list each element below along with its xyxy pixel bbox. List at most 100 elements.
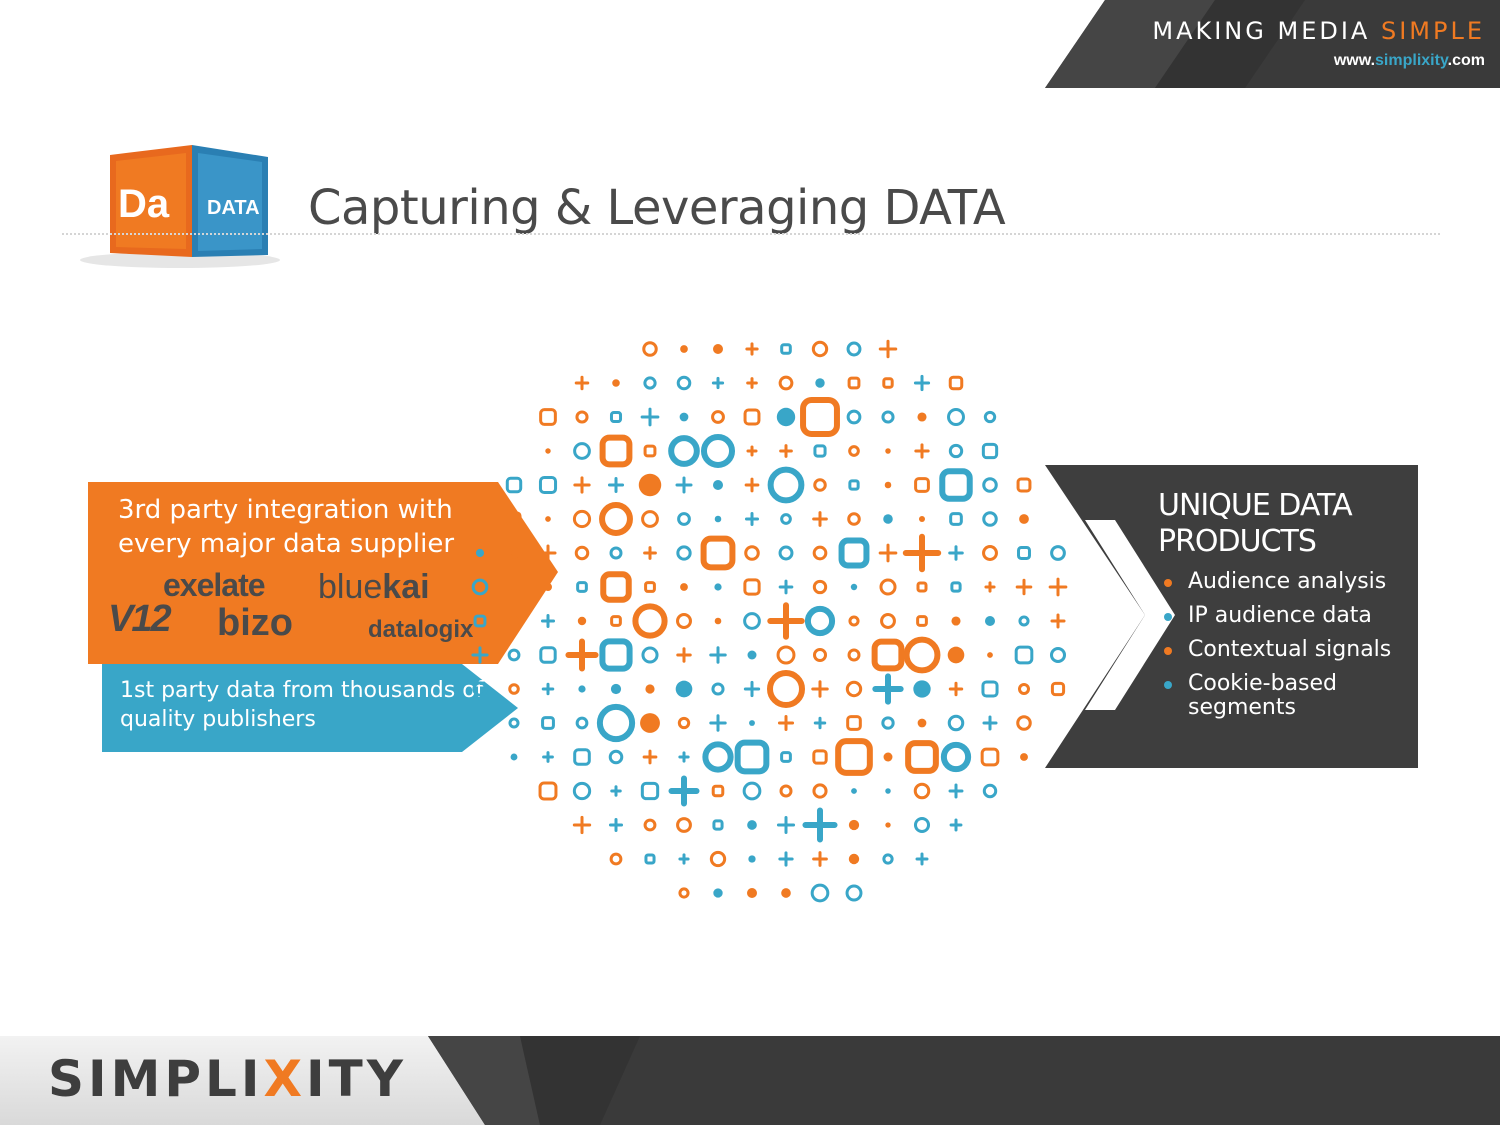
collage-icon [678,853,690,865]
collage-icon [643,546,657,560]
header-website[interactable]: www.simplixity.com [1333,52,1485,69]
collage-icon [643,444,657,458]
collage-icon [848,819,860,831]
collage-icon [609,410,623,424]
collage-icon [507,648,521,662]
collage-icon [847,512,861,526]
collage-icon [675,476,693,494]
collage-icon [711,682,725,696]
collage-icon [848,615,860,627]
collage-icon [475,548,485,558]
collage-icon [508,547,520,559]
collage-icon [779,784,793,798]
third-party-text: 3rd party integration with every major d… [118,495,455,559]
collage-icon [574,375,590,391]
collage-icon [845,680,863,698]
product-item: Cookie-based segments [1160,672,1410,720]
collage-icon [983,410,997,424]
collage-icon [778,375,794,391]
collage-icon [539,408,557,426]
collage-icon [835,738,873,776]
collage-icon [677,716,691,730]
collage-icon [780,513,792,525]
collage-icon [508,683,520,695]
collage-icon [541,682,555,696]
collage-icon [982,783,998,799]
collage-icon [508,717,520,729]
collage-icon [746,445,758,457]
collage-icon [800,397,840,437]
collage-icon [850,583,858,591]
collage-icon [871,638,905,672]
collage-icon [572,815,592,835]
collage-icon [1050,613,1066,629]
collage-icon [776,407,796,427]
collage-icon [848,479,860,491]
collage-icon [642,341,658,357]
collage-icon [949,512,963,526]
bullet-dot-icon [1164,579,1172,587]
products-title: UNIQUE DATA PRODUCTS [1158,488,1353,559]
collage-icon [680,583,688,591]
collage-icon [545,516,551,522]
collage-icon [678,887,690,899]
collage-icon [846,409,862,425]
collage-icon [747,650,757,660]
collage-icon [778,579,794,595]
collage-icon [947,646,965,664]
collage-icon [709,646,727,664]
collage-icon [982,511,998,527]
collage-icon [645,684,655,694]
collage-icon [880,613,896,629]
collage-icon [848,853,860,865]
partner-logo-datalogix: datalogix [368,616,474,643]
bullet-dot-icon [1164,613,1172,621]
collage-icon [940,741,972,773]
collage-icon [980,747,1000,767]
collage-icon [644,581,656,593]
collage-icon [643,376,657,390]
collage-icon [846,715,862,731]
collage-icon [744,477,760,493]
collage-icon [539,646,557,664]
collage-icon [709,714,727,732]
collage-icon [644,853,656,865]
collage-icon [1016,477,1032,493]
collage-icon [1050,681,1066,697]
collage-icon [745,342,759,356]
collage-icon [984,615,996,627]
collage-icon [984,581,996,593]
collage-icon [1017,546,1031,560]
collage-icon [1049,646,1067,664]
collage-icon [851,788,857,794]
collage-icon [473,614,487,628]
collage-icon [778,851,794,867]
collage-icon [917,718,927,728]
collage-icon [987,652,993,658]
collage-icon [947,408,965,426]
collage-icon [573,442,591,460]
collage-icon [812,545,828,561]
collage-icon [1048,577,1068,597]
collage-icon [471,578,489,596]
collage-icon [744,545,760,561]
collage-icon [802,807,838,843]
collage-icon [542,751,554,763]
collage-icon [777,714,795,732]
collage-icon [608,749,624,765]
collage-icon [599,502,633,536]
collage-icon [811,680,829,698]
partner-logo-bizo: bizo [217,602,293,644]
collage-icon [734,739,770,775]
collage-icon [845,884,863,902]
collage-icon [743,680,761,698]
collage-icon [743,578,761,596]
collage-icon [632,603,668,639]
collage-icon [676,375,692,391]
collage-icon [643,818,657,832]
collage-icon [884,481,892,489]
products-panel [1045,465,1418,768]
footer-bar [0,1036,1500,1125]
collage-icon [815,378,825,388]
collage-icon [913,816,931,834]
